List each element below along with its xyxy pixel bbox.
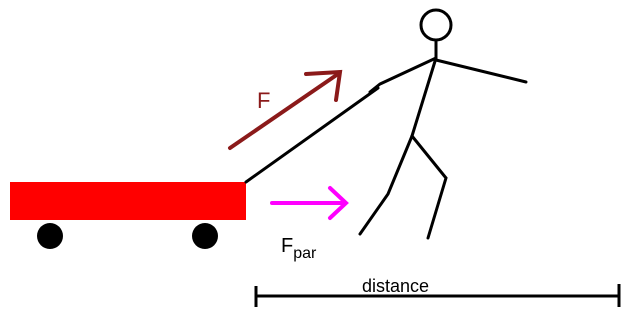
wagon-wheel-left <box>37 223 63 249</box>
figure-torso <box>410 56 438 138</box>
figure-head <box>419 8 453 42</box>
distance-label: distance <box>362 276 429 296</box>
distance-bar <box>254 284 621 307</box>
wagon-wheel-right <box>192 223 218 249</box>
stick-figure <box>358 8 528 240</box>
force-label: F <box>257 88 270 113</box>
parallel-force-label: Fpar <box>281 235 317 262</box>
figure-arm-front <box>434 58 528 84</box>
wagon <box>10 182 246 249</box>
wagon-body <box>10 182 246 220</box>
figure-leg-front <box>410 134 448 240</box>
figure-leg-rear <box>358 134 414 236</box>
parallel-force-label-main: F <box>281 235 293 257</box>
parallel-force-label-subscript: par <box>293 245 317 262</box>
wagon-handle <box>244 86 380 184</box>
parallel-force-arrow <box>270 186 349 220</box>
figure-arm-back <box>368 56 438 94</box>
force-arrow <box>228 69 343 150</box>
